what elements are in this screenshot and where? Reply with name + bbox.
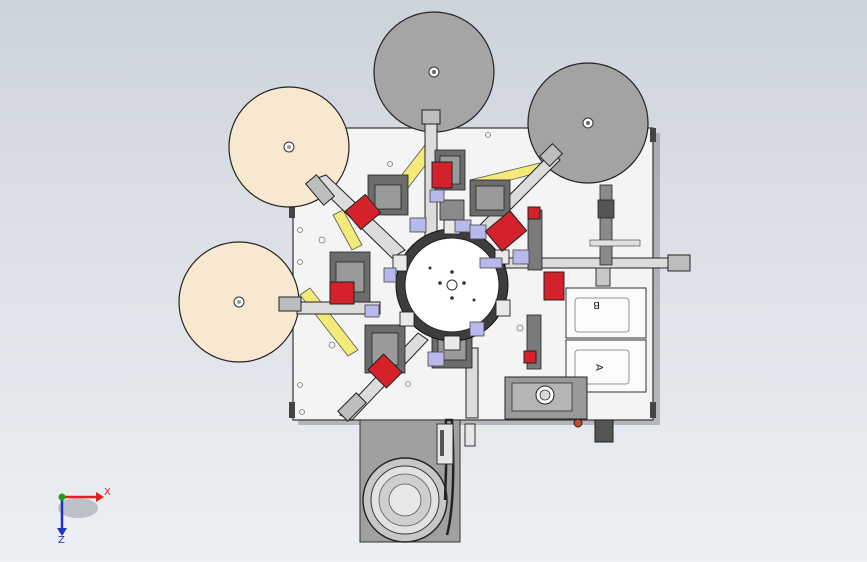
frame-foot-br [650,402,656,418]
control-box [504,376,614,443]
rotary-stations [392,219,511,351]
frame-foot-tr [650,128,656,142]
triad-x-label: X [104,487,111,498]
right-rail [589,239,641,247]
axis-triad [57,492,104,536]
plate-label-b: B [593,299,600,310]
right-guide-track [595,267,611,287]
plate-label-a: A [593,364,604,371]
feeder-rail [436,423,454,465]
arm-end-caps [278,109,691,422]
red-motors [329,161,565,389]
feeder-rail-right [464,423,476,447]
frame-foot-tl [289,204,295,218]
lavender-blocks [364,189,530,367]
label-plates [565,287,647,393]
frame-foot-bl [289,402,295,418]
triad-z-label: Z [58,535,65,546]
